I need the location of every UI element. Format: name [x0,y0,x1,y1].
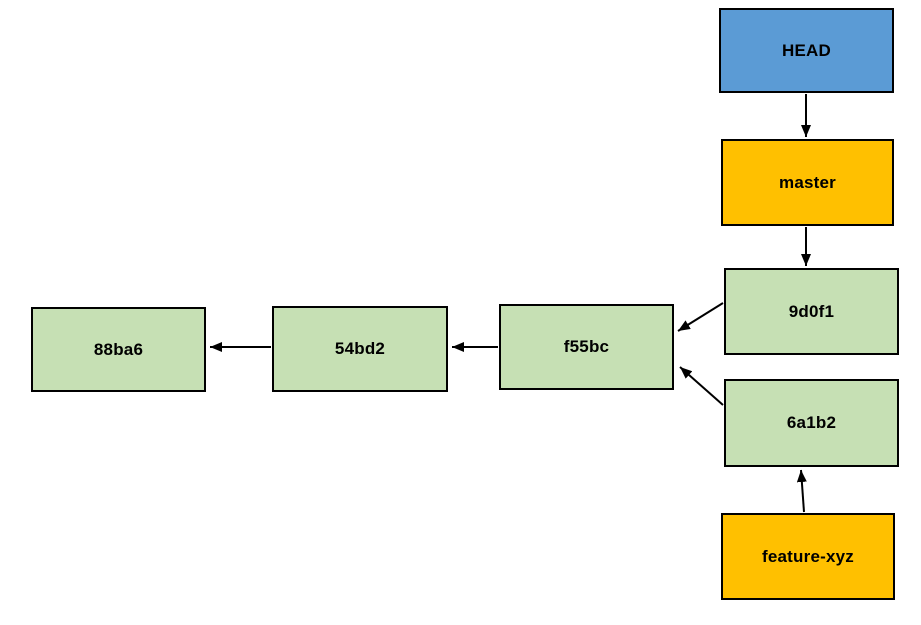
node-54bd2-commit: 54bd2 [272,306,448,392]
arrow-9d0f1-to-f55bc [677,302,724,332]
node-master-branch: master [721,139,894,226]
node-label-feature-xyz: feature-xyz [762,546,854,566]
arrow-6a1b2-to-f55bc [679,366,724,406]
node-label-master: master [779,172,836,192]
node-label-9d0f1: 9d0f1 [788,301,835,321]
node-88ba6-commit: 88ba6 [31,307,206,392]
node-label-f55bc: f55bc [563,337,610,356]
node-feature-xyz-branch: feature-xyz [721,513,895,600]
node-label-54bd2: 54bd2 [334,339,386,358]
node-f55bc-commit: f55bc [499,304,674,390]
node-6a1b2-commit: 6a1b2 [724,379,899,467]
arrow-feature-xyz-to-6a1b2 [796,469,807,513]
node-label-6a1b2: 6a1b2 [786,413,837,432]
node-label-88ba6: 88ba6 [93,339,144,359]
node-label-head: HEAD [782,40,831,60]
node-head-head-pointer: HEAD [719,8,894,93]
node-9d0f1-commit: 9d0f1 [724,268,899,355]
